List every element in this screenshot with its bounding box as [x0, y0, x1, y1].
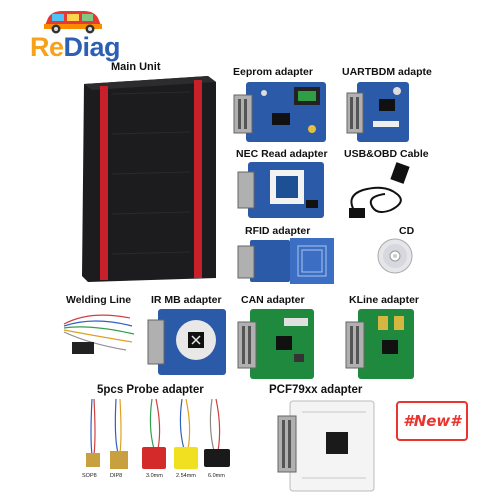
main-unit-label: Main Unit: [111, 61, 161, 73]
probe-label-5: 6.0mm: [208, 473, 225, 479]
can-adapter-label: CAN adapter: [241, 294, 305, 306]
ir-mb-adapter-image: [146, 306, 228, 378]
nec-read-adapter-image: [236, 160, 326, 220]
kline-adapter-image: [344, 306, 416, 382]
car-icon: [44, 11, 102, 34]
welding-line-label: Welding Line: [66, 294, 132, 306]
main-unit-image: [78, 74, 221, 284]
nec-read-adapter-label: NEC Read adapter: [236, 148, 328, 160]
rfid-adapter-image: [236, 236, 336, 286]
brand-name-part2: Diag: [63, 32, 121, 62]
can-adapter-image: [236, 306, 316, 382]
eeprom-adapter-label: Eeprom adapter: [233, 66, 313, 78]
probe-adapter-image: SOP8 DIP8 3.0mm 2.54mm 6.0mm: [78, 397, 250, 493]
pcf79xx-adapter-image: [276, 398, 376, 494]
logo: ReDiag: [30, 6, 140, 62]
probe-label-1: SOP8: [82, 473, 97, 479]
kline-adapter-label: KLine adapter: [349, 294, 420, 306]
cd-label: CD: [399, 225, 415, 237]
new-badge: #New#: [396, 401, 468, 441]
usb-obd-cable-image: [345, 160, 415, 222]
uartbdm-adapter-label: UARTBDM adapte: [342, 66, 432, 78]
rfid-adapter-label: RFID adapter: [245, 225, 311, 237]
new-badge-text: #New#: [403, 412, 461, 430]
brand-name-part1: Re: [30, 32, 64, 62]
eeprom-adapter-image: [232, 79, 328, 145]
usb-obd-cable-label: USB&OBD Cable: [344, 148, 429, 160]
probe-adapter-label: 5pcs Probe adapter: [97, 384, 204, 396]
ir-mb-adapter-label: IR MB adapter: [151, 294, 222, 306]
pcf79xx-adapter-label: PCF79xx adapter: [269, 384, 363, 396]
probe-label-3: 3.0mm: [146, 473, 163, 479]
probe-label-2: DIP8: [110, 473, 123, 479]
probe-label-4: 2.54mm: [176, 473, 196, 479]
welding-line-image: [60, 306, 140, 360]
uartbdm-adapter-image: [345, 79, 411, 145]
cd-image: [375, 236, 415, 276]
